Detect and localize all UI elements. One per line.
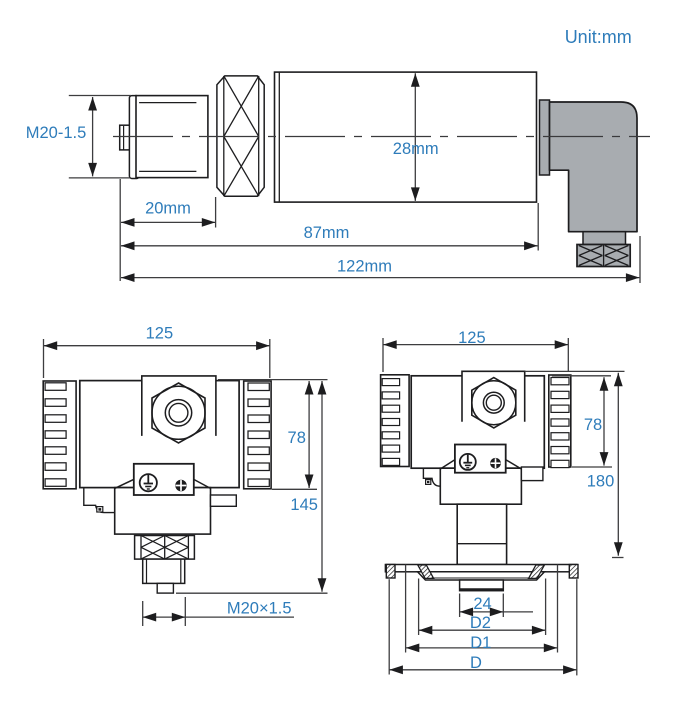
svg-text:28mm: 28mm <box>393 140 439 158</box>
svg-text:M20×1.5: M20×1.5 <box>227 600 292 618</box>
svg-text:122mm: 122mm <box>337 258 392 276</box>
svg-text:M20-1.5: M20-1.5 <box>26 124 87 142</box>
svg-text:Unit:mm: Unit:mm <box>565 27 632 47</box>
svg-text:78: 78 <box>288 429 306 447</box>
svg-text:145: 145 <box>290 496 318 514</box>
svg-text:D: D <box>470 654 482 672</box>
svg-text:180: 180 <box>587 472 615 490</box>
svg-text:125: 125 <box>458 329 486 347</box>
svg-text:87mm: 87mm <box>304 224 350 242</box>
svg-text:D2: D2 <box>470 614 491 632</box>
svg-text:125: 125 <box>146 325 174 343</box>
svg-text:78: 78 <box>584 416 602 434</box>
svg-text:20mm: 20mm <box>145 200 191 218</box>
svg-text:24: 24 <box>473 595 491 613</box>
svg-text:D1: D1 <box>470 634 491 652</box>
